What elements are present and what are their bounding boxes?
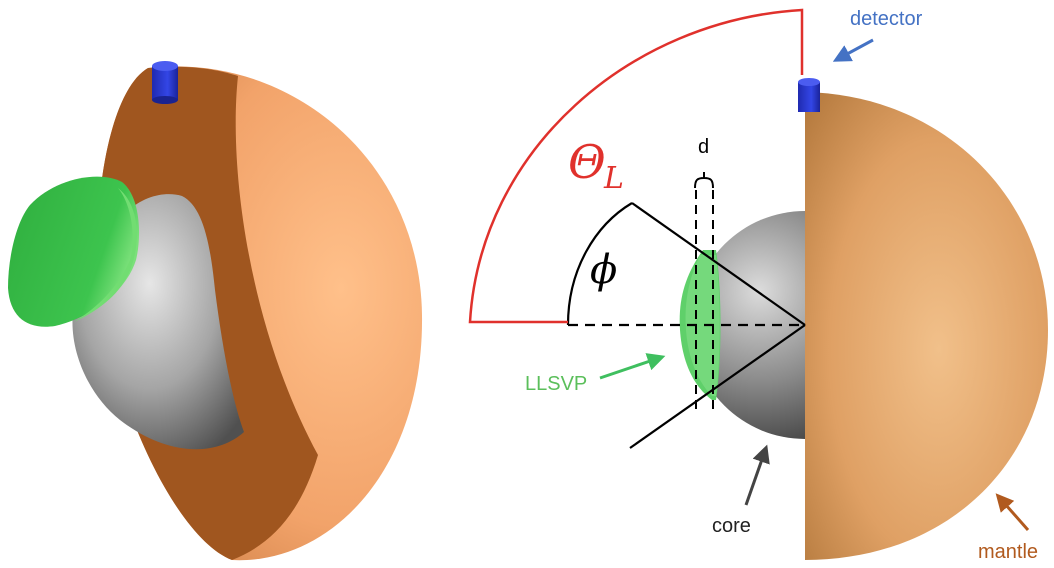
- theta-l-symbol: Θ: [568, 135, 606, 189]
- theta-l-subscript: L: [603, 161, 624, 196]
- d-label: d: [698, 136, 709, 158]
- phi-symbol: ϕ: [590, 247, 617, 293]
- right-mantle: [805, 92, 1048, 560]
- right-schematic: [470, 10, 1048, 560]
- mantle-arrow: [998, 496, 1028, 530]
- core-arrow: [746, 448, 766, 505]
- llsvp-arrow: [600, 357, 662, 378]
- left-earth-cutaway: [8, 61, 422, 560]
- mantle-label: mantle: [978, 541, 1038, 563]
- right-detector-icon: [798, 78, 820, 112]
- detector-label: detector: [850, 8, 923, 30]
- core-label: core: [712, 515, 751, 537]
- llsvp-label: LLSVP: [525, 373, 587, 395]
- left-detector-icon: [152, 61, 178, 104]
- d-bracket: [695, 172, 713, 188]
- detector-arrow: [836, 40, 873, 60]
